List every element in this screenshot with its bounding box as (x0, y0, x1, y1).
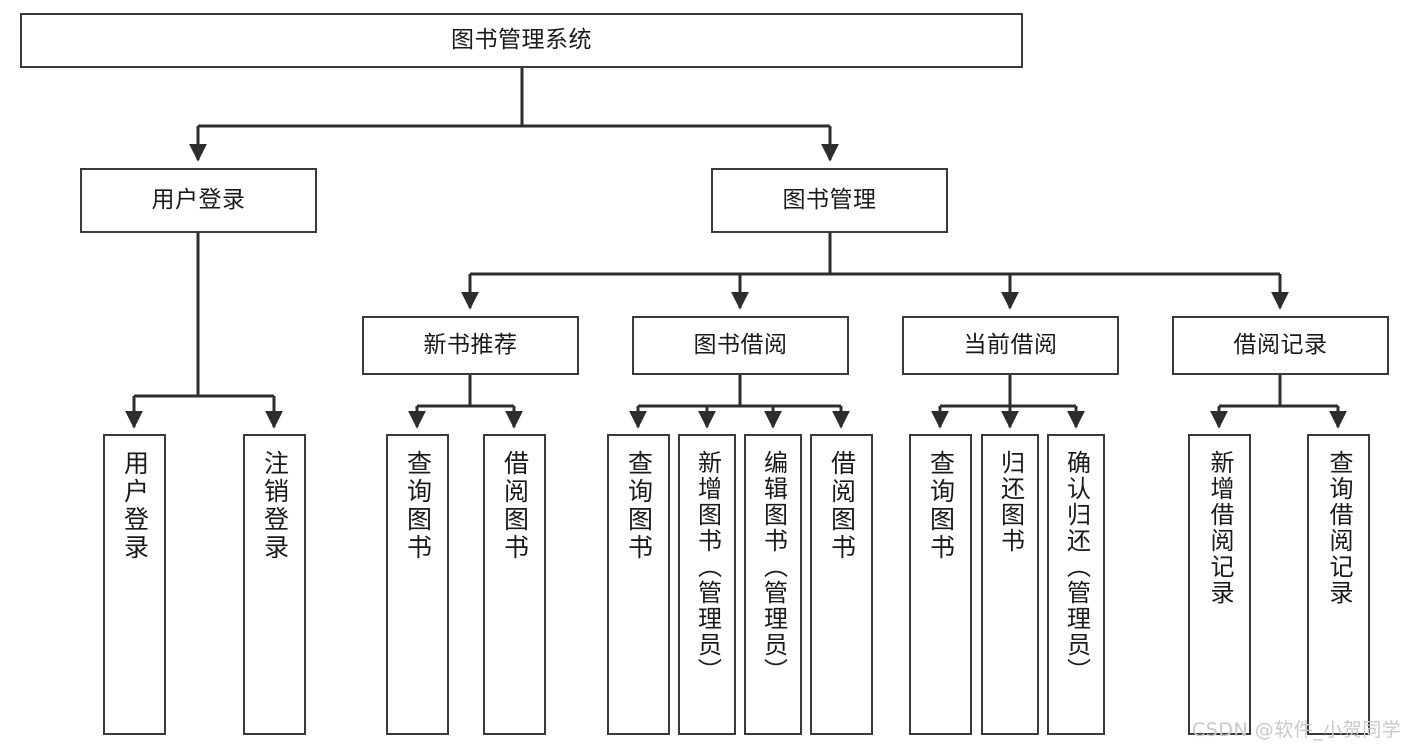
node-borrowing-records-label: 借阅记录 (1233, 332, 1328, 358)
leaf-add-book-admin[interactable]: 新增图书（管理员） (678, 434, 736, 735)
leaf-logout-label: 注销登录 (260, 450, 290, 562)
leaf-edit-book-admin-label: 编辑图书（管理员） (759, 450, 788, 684)
leaf-borrow-book-recommend[interactable]: 借阅图书 (483, 434, 546, 735)
leaf-add-borrowing-record[interactable]: 新增借阅记录 (1188, 434, 1251, 735)
node-current-borrowing[interactable]: 当前借阅 (902, 316, 1119, 375)
leaf-add-book-admin-label: 新增图书（管理员） (693, 450, 722, 684)
node-root[interactable]: 图书管理系统 (20, 13, 1023, 68)
leaf-edit-book-admin[interactable]: 编辑图书（管理员） (744, 434, 802, 735)
node-new-book-recommendation-label: 新书推荐 (423, 332, 518, 358)
leaf-query-book-current[interactable]: 查询图书 (909, 434, 972, 735)
node-borrowing-records[interactable]: 借阅记录 (1172, 316, 1389, 375)
node-root-label: 图书管理系统 (451, 27, 592, 53)
watermark: CSDN @软件_小贺同学 (1192, 719, 1402, 741)
leaf-user-login[interactable]: 用户登录 (103, 434, 166, 735)
leaf-confirm-return-admin-label: 确认归还（管理员） (1062, 450, 1091, 684)
leaf-query-book-current-label: 查询图书 (926, 450, 956, 562)
leaf-logout[interactable]: 注销登录 (243, 434, 306, 735)
leaf-add-borrowing-record-label: 新增借阅记录 (1205, 450, 1234, 606)
node-book-management[interactable]: 图书管理 (711, 168, 948, 233)
leaf-query-borrowing-record[interactable]: 查询借阅记录 (1307, 434, 1370, 735)
node-new-book-recommendation[interactable]: 新书推荐 (362, 316, 579, 375)
leaf-query-book-borrowing-label: 查询图书 (624, 450, 654, 562)
leaf-borrow-book-recommend-label: 借阅图书 (500, 450, 530, 562)
leaf-query-book-recommend-label: 查询图书 (403, 450, 433, 562)
leaf-return-book-label: 归还图书 (996, 450, 1025, 554)
leaf-borrow-book-borrowing[interactable]: 借阅图书 (810, 434, 873, 735)
leaf-query-borrowing-record-label: 查询借阅记录 (1324, 450, 1353, 606)
leaf-return-book[interactable]: 归还图书 (981, 434, 1039, 735)
leaf-confirm-return-admin[interactable]: 确认归还（管理员） (1047, 434, 1105, 735)
node-book-management-label: 图书管理 (782, 187, 877, 213)
node-user-login[interactable]: 用户登录 (80, 168, 317, 233)
node-user-login-label: 用户登录 (151, 187, 246, 213)
leaf-query-book-recommend[interactable]: 查询图书 (386, 434, 449, 735)
node-book-borrowing[interactable]: 图书借阅 (632, 316, 849, 375)
leaf-query-book-borrowing[interactable]: 查询图书 (607, 434, 670, 735)
node-current-borrowing-label: 当前借阅 (963, 332, 1058, 358)
leaf-borrow-book-borrowing-label: 借阅图书 (827, 450, 857, 562)
node-book-borrowing-label: 图书借阅 (693, 332, 788, 358)
leaf-user-login-label: 用户登录 (120, 450, 150, 562)
